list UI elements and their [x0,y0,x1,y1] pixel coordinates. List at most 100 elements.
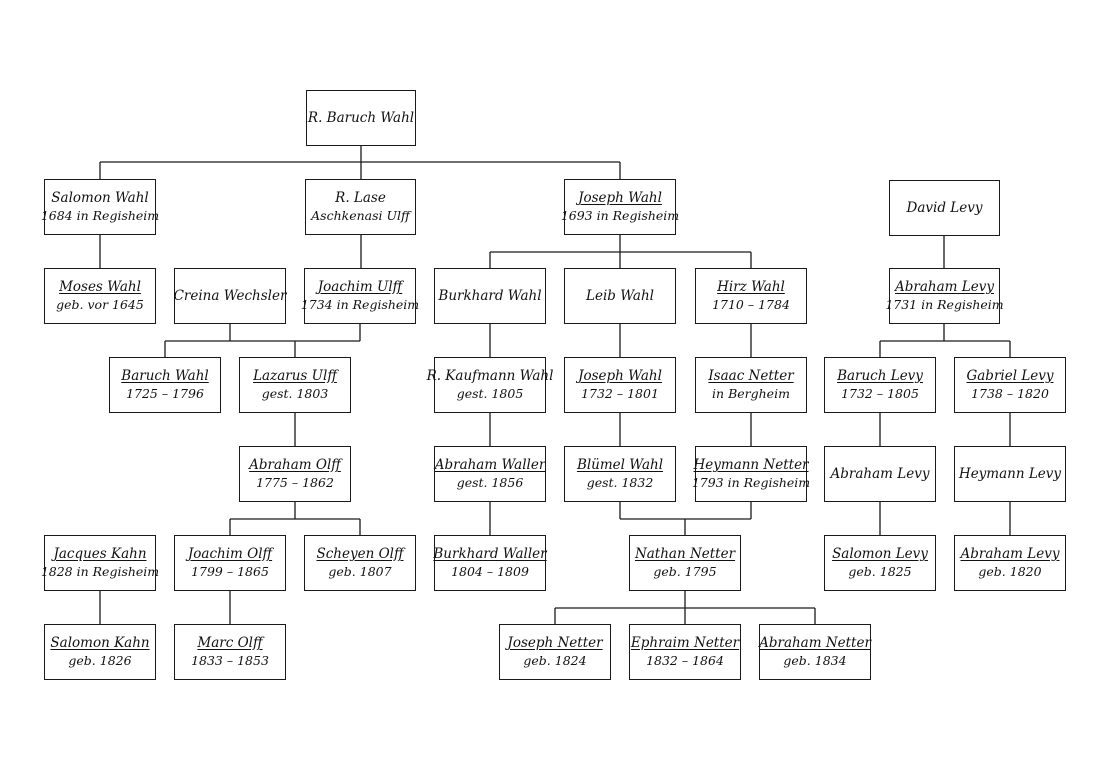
person-detail: gest. 1803 [261,386,329,401]
person-name: Abraham Levy [895,279,994,295]
person-name: Isaac Netter [708,368,794,384]
person-name: R. Kaufmann Wahl [426,368,554,384]
person-detail: geb. 1825 [848,564,912,579]
person-baruch-levy: Baruch Levy 1732 – 1805 [824,357,936,413]
person-abraham-levy-1731: Abraham Levy 1731 in Regisheim [885,268,1004,324]
person-name: Leib Wahl [586,287,654,304]
person-joseph-wahl: Joseph Wahl 1693 in Regisheim [560,179,680,235]
person-name: Joachim Ulff [317,279,403,295]
person-joseph-wahl-1732: Joseph Wahl 1732 – 1801 [564,357,676,413]
person-name: Joachim Olff [187,546,273,562]
person-name: R. Lase [335,190,386,206]
person-name: Abraham Levy [960,546,1060,562]
person-detail: 1693 in Regisheim [560,208,680,223]
person-detail: 1799 – 1865 [191,564,269,579]
person-nathan-netter: Nathan Netter geb. 1795 [629,535,741,591]
person-detail: 1832 – 1864 [646,653,724,668]
person-jacques-kahn: Jacques Kahn 1828 in Regisheim [40,535,160,591]
person-detail: 1725 – 1796 [126,386,204,401]
person-name: Moses Wahl [59,279,141,295]
person-baruch-wahl-rabbi: R. Baruch Wahl [306,90,416,146]
person-name: Abraham Netter [759,635,871,651]
person-detail: geb. 1807 [328,564,392,579]
person-scheyen-olff: Scheyen Olff geb. 1807 [304,535,416,591]
person-baruch-wahl: Baruch Wahl 1725 – 1796 [109,357,221,413]
person-detail: gest. 1832 [586,475,654,490]
person-bluemel-wahl: Blümel Wahl gest. 1832 [564,446,676,502]
person-name: Lazarus Ulff [253,368,337,384]
person-moses-wahl: Moses Wahl geb. vor 1645 [44,268,156,324]
person-ephraim-netter: Ephraim Netter 1832 – 1864 [629,624,741,680]
person-name: Baruch Wahl [121,368,209,384]
person-name: Jacques Kahn [53,546,147,562]
person-joseph-netter: Joseph Netter geb. 1824 [499,624,611,680]
person-gabriel-levy: Gabriel Levy 1738 – 1820 [954,357,1066,413]
person-heymann-levy: Heymann Levy [954,446,1066,502]
person-detail: geb. 1824 [523,653,587,668]
person-detail: gest. 1805 [456,386,524,401]
person-detail: 1732 – 1801 [581,386,659,401]
person-name: Gabriel Levy [966,368,1054,384]
person-detail: geb. 1795 [653,564,717,579]
person-burkhard-waller: Burkhard Waller 1804 – 1809 [433,535,547,591]
person-hirz-wahl: Hirz Wahl 1710 – 1784 [695,268,807,324]
person-lazarus-ulff: Lazarus Ulff gest. 1803 [239,357,351,413]
person-name: Blümel Wahl [576,457,664,473]
person-name: Abraham Waller [434,457,546,473]
person-abraham-levy: Abraham Levy [824,446,936,502]
person-salomon-levy: Salomon Levy geb. 1825 [824,535,936,591]
person-name: Marc Olff [197,635,263,651]
person-kaufmann-wahl: R. Kaufmann Wahl gest. 1805 [427,357,553,413]
person-detail: 1793 in Regisheim [691,475,811,490]
person-name: Burkhard Waller [433,546,547,562]
person-name: Joseph Wahl [578,368,662,384]
person-name: Hirz Wahl [717,279,785,295]
person-creina-wechsler: Creina Wechsler [174,268,286,324]
person-joachim-ulff: Joachim Ulff 1734 in Regisheim [300,268,420,324]
person-burkhard-wahl: Burkhard Wahl [434,268,546,324]
person-salomon-kahn: Salomon Kahn geb. 1826 [44,624,156,680]
person-name: Joseph Wahl [578,190,662,206]
person-name: Salomon Levy [832,546,928,562]
person-detail: Aschkenasi Ulff [311,208,410,223]
person-name: Salomon Kahn [50,635,150,651]
person-detail: geb. 1820 [978,564,1042,579]
person-detail: 1775 – 1862 [256,475,334,490]
person-heymann-netter: Heymann Netter 1793 in Regisheim [691,446,811,502]
person-name: Abraham Levy [830,465,930,482]
person-name: Abraham Olff [249,457,341,473]
person-name: Salomon Wahl [51,190,149,206]
person-detail: geb. 1834 [783,653,847,668]
person-detail: 1804 – 1809 [451,564,529,579]
person-abraham-netter: Abraham Netter geb. 1834 [759,624,871,680]
person-detail: 1684 in Regisheim [40,208,160,223]
person-detail: gest. 1856 [456,475,524,490]
person-detail: 1710 – 1784 [712,297,790,312]
person-leib-wahl: Leib Wahl [564,268,676,324]
person-lase-ulff: R. Lase Aschkenasi Ulff [305,179,416,235]
person-abraham-waller: Abraham Waller gest. 1856 [434,446,546,502]
person-name: Creina Wechsler [173,287,287,304]
person-david-levy: David Levy [889,180,1000,236]
person-isaac-netter: Isaac Netter in Bergheim [695,357,807,413]
person-name: Heymann Levy [958,465,1062,482]
person-name: Joseph Netter [507,635,603,651]
person-name: Nathan Netter [634,546,736,562]
person-detail: geb. 1826 [68,653,132,668]
person-name: Ephraim Netter [630,635,740,651]
person-salomon-wahl: Salomon Wahl 1684 in Regisheim [40,179,160,235]
person-name: R. Baruch Wahl [307,109,415,126]
person-name: David Levy [906,199,983,216]
person-abraham-olff: Abraham Olff 1775 – 1862 [239,446,351,502]
person-detail: 1734 in Regisheim [300,297,420,312]
person-name: Burkhard Wahl [438,287,542,304]
person-detail: 1828 in Regisheim [40,564,160,579]
person-detail: 1732 – 1805 [841,386,919,401]
person-marc-olff: Marc Olff 1833 – 1853 [174,624,286,680]
person-name: Baruch Levy [837,368,923,384]
person-detail: in Bergheim [712,386,790,401]
person-detail: geb. vor 1645 [56,297,144,312]
person-joachim-olff: Joachim Olff 1799 – 1865 [174,535,286,591]
